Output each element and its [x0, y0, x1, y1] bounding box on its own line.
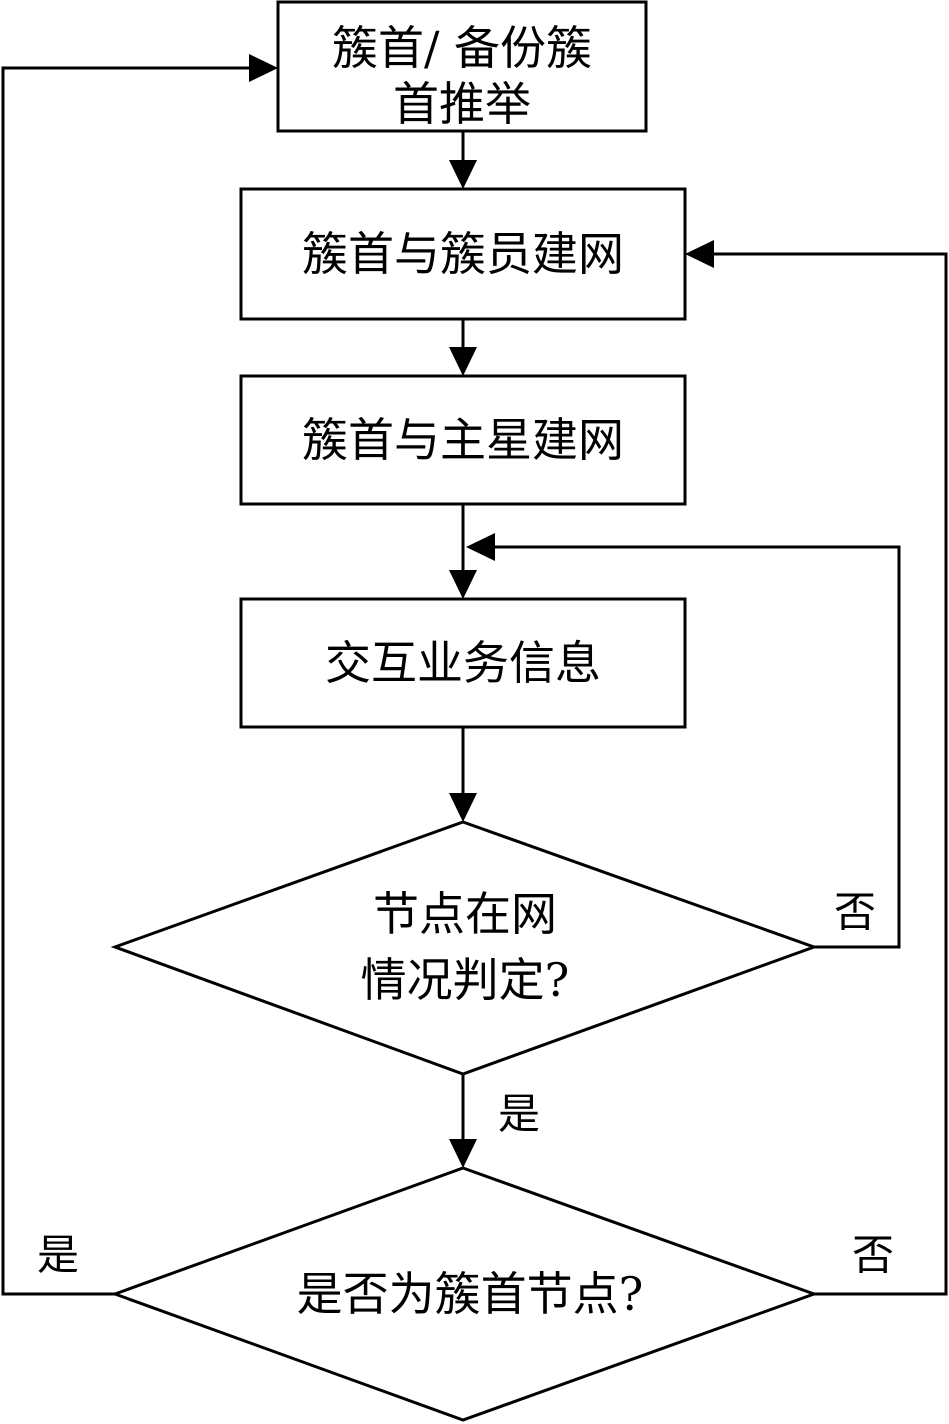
arrowhead: [466, 533, 495, 561]
arrowhead: [449, 347, 477, 376]
decision-in-network: 节点在网 情况判定?: [110, 820, 819, 1076]
branch-label-in-network-yes: 是: [498, 1090, 540, 1139]
node-head-election: 簇首/ 备份簇 首推举: [276, 0, 648, 133]
edge-in-network-yes: [449, 1074, 477, 1168]
arrowhead: [449, 160, 477, 189]
decision-in-network-line1: 节点在网: [373, 887, 557, 941]
edge-election-to-member-network: [449, 131, 477, 189]
edge-in-network-no-loop: [466, 533, 901, 949]
edge-master-network-to-exchange: [449, 504, 477, 599]
branch-label-is-head-no: 否: [852, 1231, 894, 1280]
decision-is-head: 是否为簇首节点?: [110, 1166, 819, 1422]
edge-is-head-no-loop: [685, 240, 948, 1296]
node-head-master-network: 簇首与主星建网: [239, 374, 687, 506]
arrowhead: [449, 793, 477, 822]
edge-member-to-master-network: [449, 319, 477, 376]
arrowhead: [449, 1139, 477, 1168]
node-exchange-info: 交互业务信息: [239, 597, 687, 729]
node-head-member-network-label: 簇首与簇员建网: [302, 227, 624, 281]
branch-label-in-network-no: 否: [834, 888, 876, 937]
node-head-election-line2: 首推举: [393, 77, 531, 131]
node-exchange-info-label: 交互业务信息: [325, 636, 601, 690]
decision-is-head-label: 是否为簇首节点?: [297, 1267, 644, 1321]
edge-is-head-yes-loop: [1, 54, 278, 1296]
decision-in-network-line2: 情况判定?: [361, 953, 570, 1007]
edge-exchange-to-in-network-decision: [449, 727, 477, 822]
branch-label-is-head-yes: 是: [37, 1231, 79, 1280]
arrowhead: [685, 240, 714, 268]
arrowhead: [249, 54, 278, 82]
arrowhead: [449, 570, 477, 599]
node-head-member-network: 簇首与簇员建网: [239, 187, 687, 321]
node-head-master-network-label: 簇首与主星建网: [302, 413, 624, 467]
node-head-election-line1: 簇首/ 备份簇: [332, 21, 592, 75]
